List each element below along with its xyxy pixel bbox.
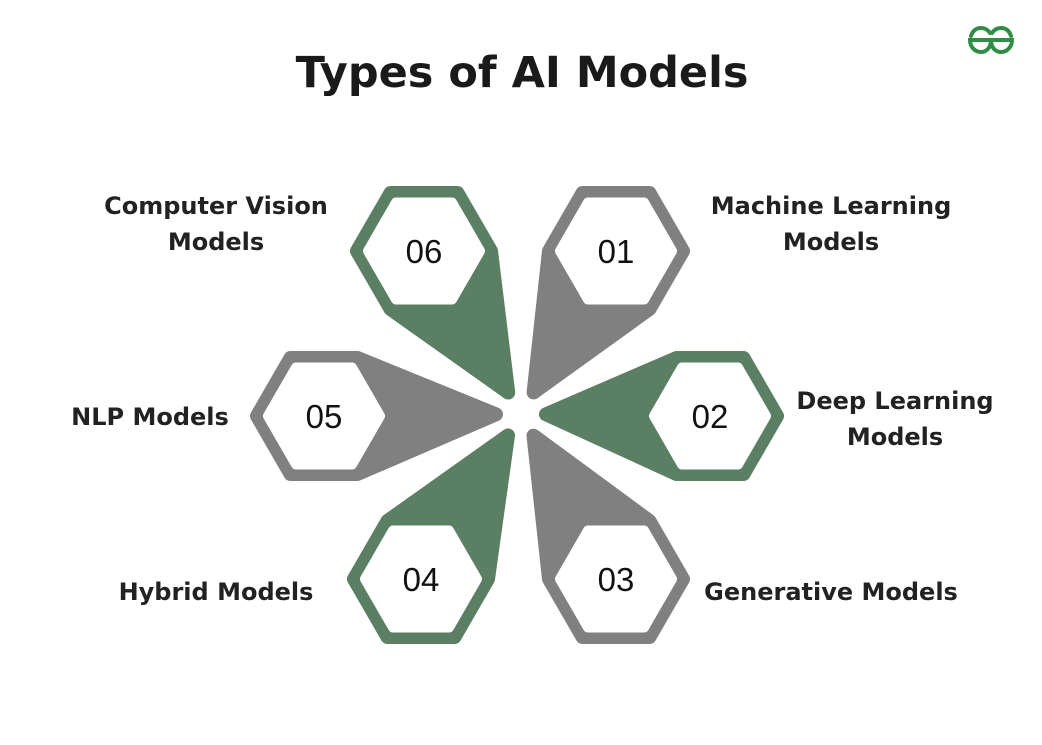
petal-group: 01 02 03 04 05 06 bbox=[250, 186, 784, 644]
hexagon-center bbox=[649, 362, 771, 470]
hexagon-center bbox=[555, 197, 677, 305]
page-title: Types of AI Models bbox=[296, 48, 749, 98]
petal-number: 01 bbox=[598, 233, 635, 270]
label-line: Computer Vision bbox=[104, 192, 328, 220]
label-line: Hybrid Models bbox=[119, 578, 314, 606]
label-line: Models bbox=[783, 228, 879, 256]
petal-01: 01 bbox=[526, 186, 690, 400]
label-line: Machine Learning bbox=[711, 192, 952, 220]
hexagon-center bbox=[555, 525, 677, 633]
label-line: Deep Learning bbox=[796, 387, 993, 415]
label-line: Generative Models bbox=[704, 578, 958, 606]
gfg-logo-left-arc bbox=[969, 25, 992, 38]
petal-05: 05 bbox=[250, 351, 503, 481]
label-04: Hybrid Models bbox=[119, 578, 314, 606]
petal-number: 05 bbox=[306, 398, 343, 435]
hexagon-center bbox=[363, 197, 485, 305]
label-03: Generative Models bbox=[704, 578, 958, 606]
gfg-logo-right-arc bbox=[990, 25, 1013, 38]
petal-number: 03 bbox=[598, 561, 635, 598]
petal-06: 06 bbox=[350, 186, 516, 400]
hexagon-center bbox=[360, 525, 482, 633]
label-05: NLP Models bbox=[71, 403, 229, 431]
gfg-logo-right-loop bbox=[989, 38, 1015, 55]
petal-02: 02 bbox=[539, 351, 784, 481]
gfg-logo bbox=[967, 25, 1015, 55]
label-line: Models bbox=[847, 423, 943, 451]
gfg-logo-left-loop bbox=[967, 38, 993, 55]
petal-number: 04 bbox=[403, 561, 440, 598]
hexagon-center bbox=[263, 362, 385, 470]
petal-number: 02 bbox=[692, 398, 729, 435]
label-line: NLP Models bbox=[71, 403, 229, 431]
label-line: Models bbox=[168, 228, 264, 256]
petal-04: 04 bbox=[347, 428, 515, 644]
petal-03: 03 bbox=[526, 428, 690, 644]
petal-number: 06 bbox=[406, 233, 443, 270]
